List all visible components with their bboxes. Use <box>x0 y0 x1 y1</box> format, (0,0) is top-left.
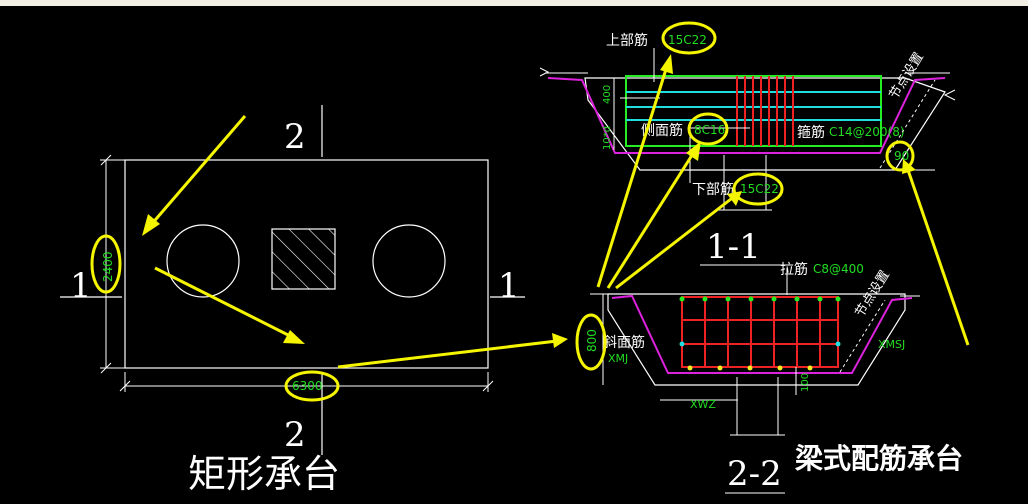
column-hatched <box>271 228 336 290</box>
dim-100: 100 <box>800 373 811 392</box>
section-2-title: 2-2 <box>727 454 782 494</box>
bottom-bar-value: 15C22 <box>740 182 779 196</box>
pile-left <box>166 224 240 298</box>
xmj-label: XMJ <box>608 352 628 365</box>
plan-title: 矩形承台 <box>188 452 340 496</box>
tie-value: C8@400 <box>813 262 864 276</box>
cap-outline <box>124 159 489 369</box>
plan-view: 2 2 1 1 2400 6300 矩形承台 <box>60 105 525 496</box>
node-label-1: 节点设置 <box>887 50 927 102</box>
dim-800: 800 <box>585 329 599 352</box>
section-1-title: 1-1 <box>706 227 761 267</box>
xmsj-label: XMSJ <box>878 338 905 351</box>
slope-rebar-2 <box>611 294 913 374</box>
window-top-strip <box>0 0 1028 6</box>
bottom-bar-label: 下部筋 <box>692 181 734 198</box>
dim-400: 400 <box>602 85 613 104</box>
section-label-top: 2 <box>284 117 306 157</box>
highlight-8c16 <box>687 112 729 146</box>
dim-width-text: 6300 <box>292 379 323 393</box>
section-label-bottom: 2 <box>284 415 306 455</box>
pile-right <box>372 224 446 298</box>
highlight-2400 <box>90 234 122 294</box>
stirrup-value: C14@200(8) <box>829 125 905 139</box>
slope-bar-label: 斜面筋 <box>603 334 645 351</box>
section-1-1: 400 10*d 上部筋 15C22 侧面筋 8C16 箍筋 C14@200(8… <box>539 32 956 267</box>
tie-label: 拉筋 <box>780 261 808 278</box>
highlight-6300 <box>284 370 340 402</box>
side-bar-label: 侧面筋 <box>641 122 683 139</box>
stirrup-label: 箍筋 <box>797 124 825 141</box>
annotation-overlay <box>90 21 970 402</box>
tie-cage-2 <box>681 296 839 368</box>
highlight-800 <box>575 313 607 371</box>
caption-beam-cap: 梁式配筋承台 <box>794 442 963 475</box>
side-bar-value: 8C16 <box>694 123 725 137</box>
top-bar-label: 上部筋 <box>606 32 648 49</box>
section-label-right: 1 <box>498 266 520 306</box>
top-bar-value: 15C22 <box>668 33 707 47</box>
angle-value: 90 <box>894 149 909 163</box>
dim-height-text: 2400 <box>101 251 115 282</box>
xwz-label: XWZ <box>690 398 716 411</box>
highlight-90 <box>885 140 915 172</box>
dim-10d: 10*d <box>602 126 613 150</box>
section-label-left: 1 <box>70 266 92 306</box>
section-2-outline <box>607 293 906 386</box>
highlight-15c22-bottom <box>732 172 784 206</box>
slope-rebar-1 <box>547 77 946 154</box>
highlight-15c22-top <box>661 21 717 55</box>
annotation-arrowheads <box>142 54 916 348</box>
